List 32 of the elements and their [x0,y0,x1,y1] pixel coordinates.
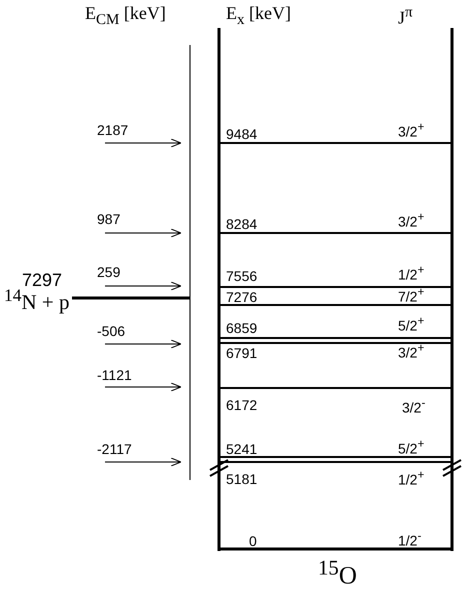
spin-parity: 1/2$^{+}$ [398,264,424,282]
axis-heading: E$_{CM}$ [keV] [85,4,166,28]
threshold-energy: 7297 [22,271,62,289]
spin-parity: 5/2$^{+}$ [398,438,424,456]
energy-value: 5181 [226,472,258,486]
energy-value: 7556 [226,269,258,283]
energy-value: 2187 [97,123,128,137]
spin-parity: 3/2$^{+}$ [398,122,424,138]
energy-value: -2117 [97,442,132,456]
energy-value: 987 [97,212,120,226]
energy-value: 259 [97,265,120,279]
energy-value: 6172 [226,398,258,412]
energy-value: 9484 [226,127,258,141]
spin-parity: 5/2$^{+}$ [398,316,424,332]
energy-value: 6859 [226,321,258,335]
axis-heading: E$_{x}$ [keV] [226,4,291,28]
spin-parity: 1/2$^{+}$ [398,470,424,486]
spin-parity: 3/2$^{+}$ [398,342,424,360]
energy-value: 8284 [226,217,258,231]
energy-value: 5241 [226,442,258,456]
energy-value: -1121 [97,368,132,382]
axis-heading: J$^{π}$ [398,6,413,26]
spin-parity: 3/2$^{+}$ [398,212,424,228]
energy-value: 0 [249,534,257,548]
spin-parity: 1/2$^{-}$ [398,530,422,548]
channel-label: $^{14}$N + p [4,287,70,313]
energy-value: 7276 [226,290,258,304]
nucleus-caption: $^{15}$O [318,557,357,589]
energy-value: 6791 [226,346,258,360]
spin-parity: 7/2$^{+}$ [398,286,424,304]
energy-value: -506 [97,324,126,338]
spin-parity: 3/2$^{-}$ [402,398,426,414]
